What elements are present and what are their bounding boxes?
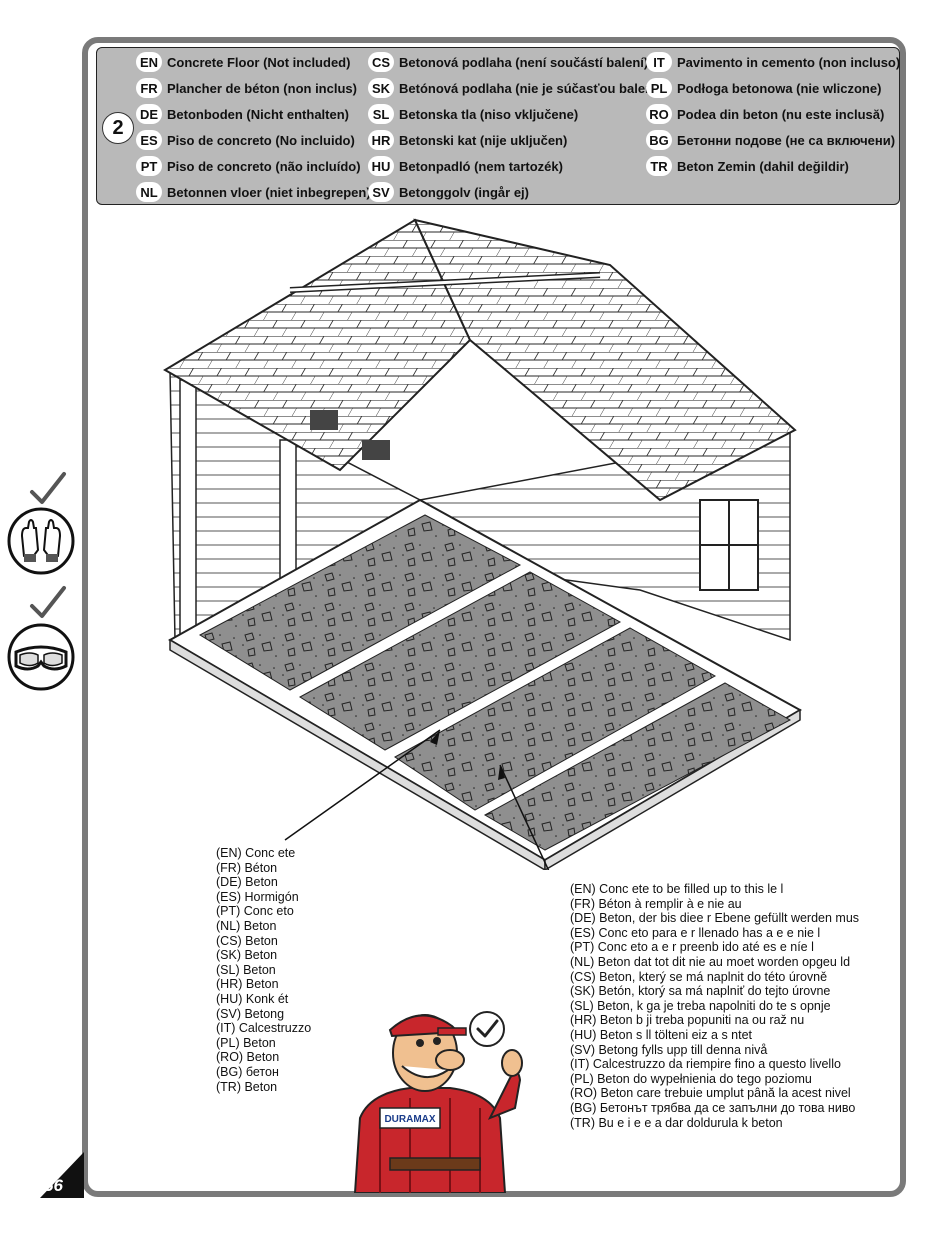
lang-code: TR <box>646 156 672 176</box>
lang-code: HU <box>368 156 394 176</box>
callout-line: (RO) Beton care trebuie umplut până la a… <box>570 1086 851 1101</box>
callout-line: (ES) Conc eto para e r llenado has a e e… <box>570 925 821 940</box>
lang-text: Piso de concreto (não incluído) <box>167 158 361 174</box>
lang-text: Betonska tla (niso vključene) <box>399 106 579 122</box>
lang-code: PL <box>646 78 672 98</box>
mascot-illustration: DURAMAX <box>353 1014 523 1193</box>
lang-row: FR Plancher de béton (non inclus) <box>136 77 357 99</box>
callout-line: (HU) Konk ét <box>216 991 289 1006</box>
lang-text: Betonggolv (ingår ej) <box>399 184 529 200</box>
lang-text: Podłoga betonowa (nie wliczone) <box>677 80 882 96</box>
lang-text: Бетонни подове (не са включени) <box>677 132 896 148</box>
lang-text: Betonnen vloer (niet inbegrepen) <box>167 184 371 200</box>
lang-row: NL Betonnen vloer (niet inbegrepen) <box>136 181 371 203</box>
callout-line: (FR) Béton à remplir à e nie au <box>570 896 742 911</box>
lang-text: Plancher de béton (non inclus) <box>167 80 357 96</box>
lang-code: RO <box>646 104 672 124</box>
callout-line: (PT) Conc eto a e r preenb ido até es e … <box>570 940 814 955</box>
callout-line: (EN) Conc ete <box>216 846 296 860</box>
lang-code: HR <box>368 130 394 150</box>
lang-row: SV Betonggolv (ingår ej) <box>368 181 529 203</box>
callout-line: (SV) Betong <box>216 1006 285 1021</box>
callout-line: (NL) Beton dat tot dit nie au moet worde… <box>570 954 851 969</box>
lang-code: DE <box>136 104 162 124</box>
callout-line: (NL) Beton <box>216 918 277 933</box>
check-icon <box>30 472 66 504</box>
lang-text: Betónová podlaha (nie je súčasťou baleni… <box>399 80 669 96</box>
lang-text: Concrete Floor (Not included) <box>167 54 351 70</box>
lang-row: IT Pavimento in cemento (non incluso) <box>646 51 900 73</box>
callout-line: (SK) Beton <box>216 948 278 963</box>
callout-line: (PL) Beton <box>216 1035 276 1050</box>
lang-code: EN <box>136 52 162 72</box>
callout-line: (DE) Beton, der bis diee r Ebene gefüllt… <box>570 911 860 926</box>
callout-line: (IT) Calcestruzzo da riempire fino a que… <box>570 1057 841 1072</box>
callout-fill-level-list: (EN) Conc ete to be filled up to this le… <box>570 882 859 1130</box>
callout-line: (FR) Béton <box>216 860 278 875</box>
shirt-logo: DURAMAX <box>384 1114 435 1125</box>
lang-row: CS Betonová podlaha (není součástí balení… <box>368 51 648 73</box>
callout-line: (HU) Beton s ll tölteni eiz a s ntet <box>570 1027 753 1042</box>
lang-code: CS <box>368 52 394 72</box>
callout-line: (TR) Bu e i e e a dar doldurula k beton <box>570 1115 783 1130</box>
check-icon <box>30 586 66 618</box>
lang-row: HR Betonski kat (nije uključen) <box>368 129 567 151</box>
callout-line: (BG) Бетонът трябва да се запълни до тов… <box>570 1100 856 1115</box>
callout-line: (CS) Beton, který se má naplnit do této … <box>570 969 828 984</box>
callout-line: (SL) Beton, k ga je treba napolniti do t… <box>570 998 831 1013</box>
lang-text: Betonboden (Nicht enthalten) <box>167 106 349 122</box>
lang-code: ES <box>136 130 162 150</box>
lang-text: Piso de concreto (No incluido) <box>167 132 355 148</box>
lang-text: Pavimento in cemento (non incluso) <box>677 54 901 70</box>
callout-line: (RO) Beton <box>216 1050 280 1065</box>
goggles-icon <box>7 623 75 691</box>
lang-code: SV <box>368 182 394 202</box>
lang-text: Betonski kat (nije uključen) <box>399 132 568 148</box>
shed-illustration <box>163 218 803 870</box>
lang-row: HU Betonpadló (nem tartozék) <box>368 155 563 177</box>
lang-code: BG <box>646 130 672 150</box>
page-number-tab <box>40 1152 84 1198</box>
lang-row: ES Piso de concreto (No incluido) <box>136 129 355 151</box>
callout-line: (PL) Beton do wypełnienia do tego poziom… <box>570 1071 812 1086</box>
callout-line: (SK) Betón, ktorý sa má naplniť do tejto… <box>570 984 831 999</box>
lang-code: NL <box>136 182 162 202</box>
callout-line: (BG) бетон <box>216 1064 279 1079</box>
callout-line: (PT) Conc eto <box>216 904 294 919</box>
lang-code: PT <box>136 156 162 176</box>
lang-row: PL Podłoga betonowa (nie wliczone) <box>646 77 881 99</box>
callout-line: (CS) Beton <box>216 933 278 948</box>
lang-code: IT <box>646 52 672 72</box>
step-number: 2 <box>102 112 134 144</box>
header-panel <box>96 47 900 205</box>
lang-row: TR Beton Zemin (dahil değildir) <box>646 155 849 177</box>
callout-line: (TR) Beton <box>216 1079 278 1094</box>
callout-line: (DE) Beton <box>216 875 278 890</box>
lang-row: PT Piso de concreto (não incluído) <box>136 155 361 177</box>
callout-line: (ES) Hormigón <box>216 889 299 904</box>
lang-row: SL Betonska tla (niso vključene) <box>368 103 578 125</box>
lang-text: Beton Zemin (dahil değildir) <box>677 158 849 174</box>
lang-row: DE Betonboden (Nicht enthalten) <box>136 103 349 125</box>
lang-text: Podea din beton (nu este inclusă) <box>677 106 885 122</box>
callout-line: (HR) Beton b ji treba popuniti na ou raž… <box>570 1013 805 1028</box>
lang-row: RO Podea din beton (nu este inclusă) <box>646 103 884 125</box>
callout-line: (HR) Beton <box>216 977 279 992</box>
lang-code: SK <box>368 78 394 98</box>
callout-line: (EN) Conc ete to be filled up to this le… <box>570 882 784 896</box>
lang-text: Betonpadló (nem tartozék) <box>399 158 563 174</box>
check-icon <box>469 1011 505 1047</box>
lang-row: EN Concrete Floor (Not included) <box>136 51 350 73</box>
lang-row: SK Betónová podlaha (nie je súčasťou bale… <box>368 77 668 99</box>
callout-concrete-list: (EN) Conc ete (FR) Béton (DE) Beton (ES)… <box>216 846 311 1094</box>
gloves-icon <box>7 507 75 575</box>
callout-line: (IT) Calcestruzzo <box>216 1021 312 1036</box>
lang-row: BG Бетонни подове (не са включени) <box>646 129 895 151</box>
callout-line: (SV) Betong fylls upp till denna nivå <box>570 1042 768 1057</box>
lang-code: SL <box>368 104 394 124</box>
lang-text: Betonová podlaha (není součástí balení) <box>399 54 649 70</box>
callout-line: (SL) Beton <box>216 962 276 977</box>
lang-code: FR <box>136 78 162 98</box>
page-number: 56 <box>44 1176 63 1195</box>
